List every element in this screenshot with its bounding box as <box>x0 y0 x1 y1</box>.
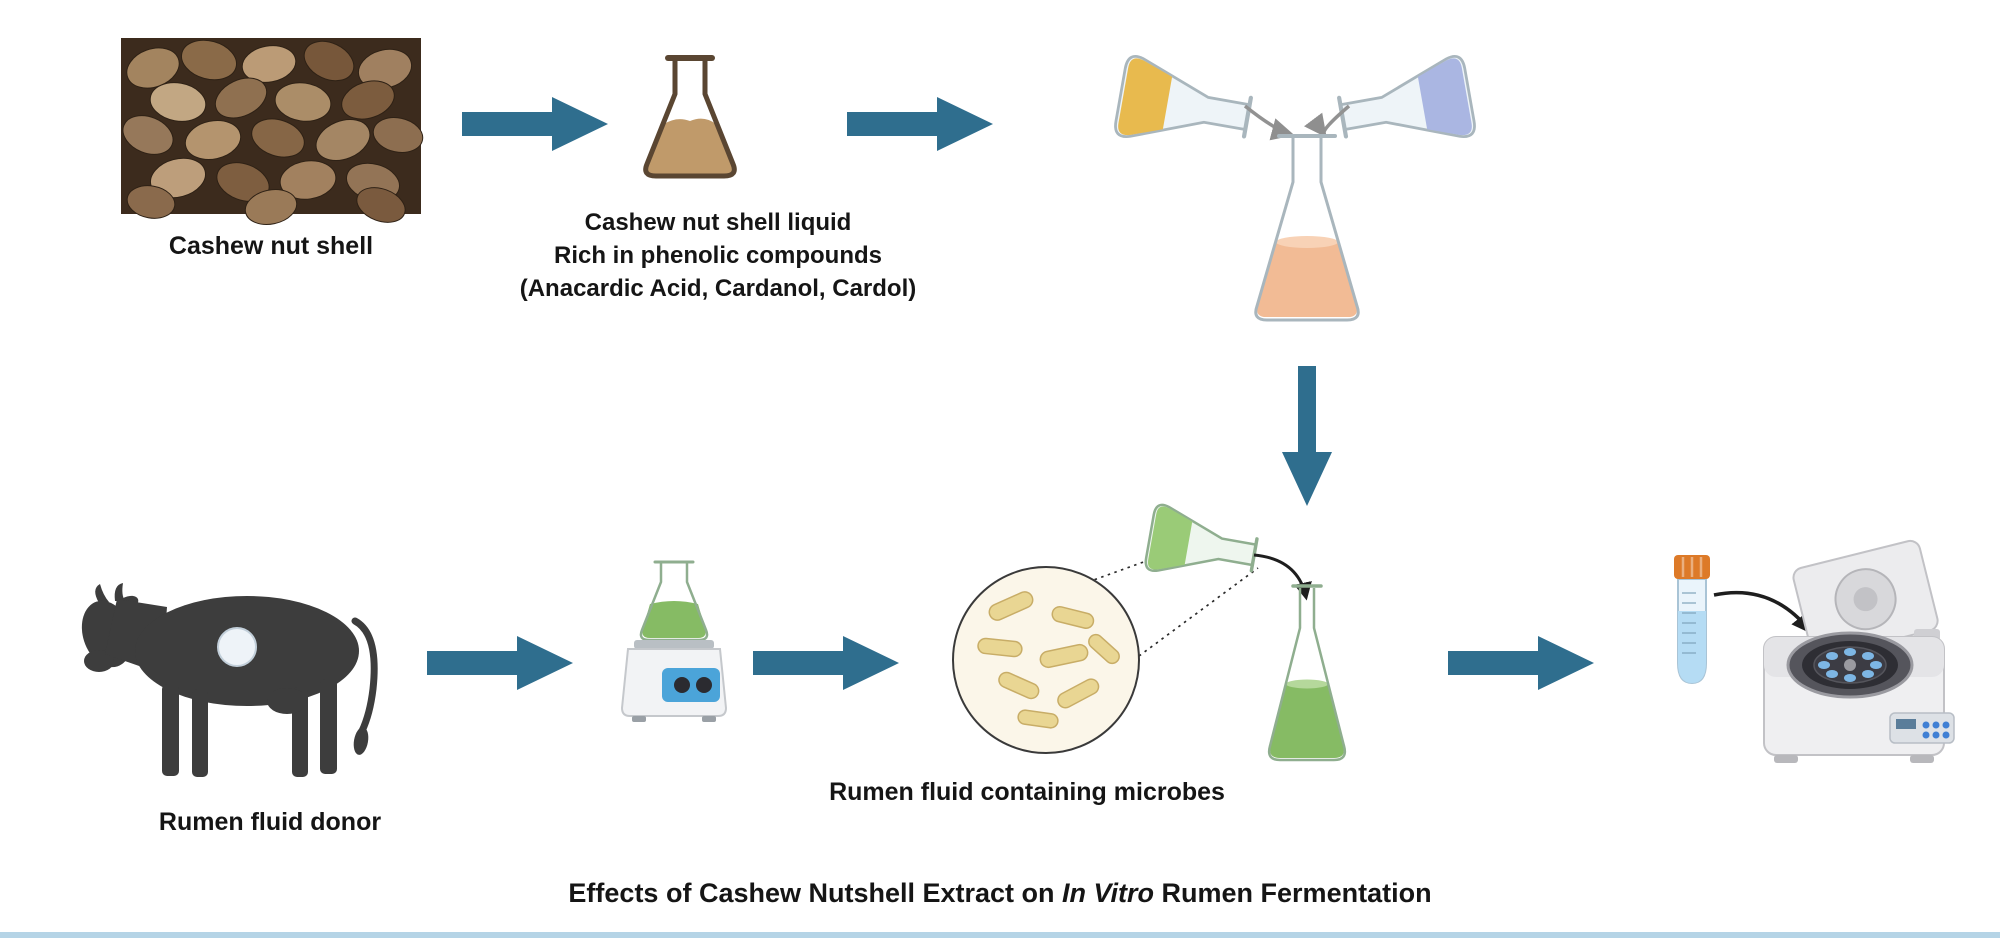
magnetic-stirrer-icon <box>620 560 728 722</box>
yellow-liquid <box>1118 58 1173 136</box>
tilted-flask-yellow-icon <box>1114 55 1253 139</box>
stirrer-control-panel <box>662 668 720 702</box>
stirrer-top-plate <box>634 640 714 649</box>
rumen-fistula-circle <box>217 627 257 667</box>
bottom-edge-strip <box>0 932 2000 938</box>
microbe-rods <box>977 591 1120 729</box>
rumen-donor-caption: Rumen fluid donor <box>158 808 382 836</box>
cashew-photo-caption: Cashew nut shell <box>168 232 374 260</box>
cnsl-caption-line3: (Anacardic Acid, Cardanol, Cardol) <box>519 275 917 303</box>
title-italic: In Vitro <box>1062 878 1155 908</box>
mixture-flask-icon <box>1254 134 1360 322</box>
flow-arrow-right-4-icon <box>753 636 899 690</box>
cashew-nuts-pile <box>122 39 424 225</box>
centrifuge-lid <box>1792 539 1939 659</box>
arrow-shape <box>427 636 573 690</box>
cnsl-caption: Cashew nut shell liquid Rich in phenolic… <box>493 206 943 305</box>
arrow-shape <box>847 97 993 151</box>
centrifuge-rotor <box>1786 631 1914 699</box>
cnsl-caption-line1: Cashew nut shell liquid <box>584 209 852 236</box>
green-flask-icon <box>1267 584 1347 762</box>
cashew-nutshell-photo <box>121 38 424 225</box>
mixing-flasks-icon <box>1114 55 1476 322</box>
pour-guide-arrow-left <box>1243 104 1295 141</box>
stirrer-knob-right <box>696 677 712 693</box>
cnsl-caption-line2: Rich in phenolic compounds <box>553 242 882 270</box>
rumen-microbes-caption: Rumen fluid containing microbes <box>829 778 1225 806</box>
arrow-shape <box>1448 636 1594 690</box>
orange-liquid <box>1257 238 1357 317</box>
title-part1: Effects of Cashew Nutshell Extract on <box>568 878 1063 908</box>
stirrer-knob-left <box>674 677 690 693</box>
cnsl-flask-outline <box>643 57 737 179</box>
cnsl-powder <box>647 118 733 176</box>
blue-liquid <box>1417 58 1472 136</box>
arrow-shape <box>1282 366 1332 506</box>
cow-tail <box>351 617 378 735</box>
flow-arrow-right-3-icon <box>427 636 573 690</box>
tube-cap <box>1674 555 1710 579</box>
centrifuge-icon <box>1674 539 1955 763</box>
stirrer-flask-liquid <box>642 601 706 638</box>
tilted-flask-blue-icon <box>1337 55 1476 139</box>
green-liquid-surface <box>1286 679 1328 689</box>
falcon-tube-icon <box>1674 555 1710 685</box>
cow-icon <box>81 583 378 777</box>
cow-silhouette <box>81 583 378 777</box>
cnsl-flask-icon <box>643 55 737 179</box>
diagram-title: Effects of Cashew Nutshell Extract on In… <box>0 878 2000 909</box>
centrifuge-control-panel <box>1889 712 1955 744</box>
title-part2: Rumen Fermentation <box>1154 878 1432 908</box>
flow-arrow-right-1-icon <box>462 97 608 151</box>
flow-arrow-down-icon <box>1282 366 1332 506</box>
tube-liquid <box>1678 611 1706 683</box>
tilted-green-flask-icon <box>1144 503 1259 573</box>
green-liquid-tilted <box>1147 506 1193 570</box>
flow-arrow-right-2-icon <box>847 97 993 151</box>
flow-arrow-right-5-icon <box>1448 636 1594 690</box>
arrow-shape <box>753 636 899 690</box>
tube-into-centrifuge-arrow <box>1713 590 1813 635</box>
orange-liquid-surface <box>1276 236 1338 248</box>
pour-arrow-icon <box>1253 553 1312 601</box>
arrow-shape <box>462 97 608 151</box>
microbe-magnifier-icon <box>952 566 1140 754</box>
pour-guide-arrow-right <box>1304 104 1351 138</box>
green-liquid-upright <box>1270 681 1344 758</box>
